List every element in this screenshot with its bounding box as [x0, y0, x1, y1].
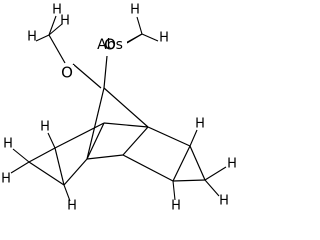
hydrogen-labels: H H H H H H H H H H H H H	[1, 3, 237, 214]
h-bond-methyl-left-2	[48, 23, 63, 36]
h-bond-c7	[63, 184, 71, 202]
oxygen-atom-label-right: O	[104, 36, 116, 54]
bond-bridge-right	[103, 87, 149, 128]
hydrogen-bonds	[10, 15, 227, 202]
h-label-cp-left-b: H	[1, 172, 11, 187]
h-label-c7: H	[67, 199, 77, 214]
h-bond-cp-left-b	[10, 161, 30, 174]
bond-c1-c3	[122, 126, 149, 156]
bond-o1-bridge	[72, 63, 102, 89]
h-label-c8: H	[40, 120, 50, 135]
oxygen-labels: O Abs O	[60, 36, 127, 82]
h-bond-methyl-left-3	[48, 15, 57, 36]
h-bond-cp-left-a	[12, 148, 30, 163]
bond-cp-left-2	[28, 161, 65, 186]
h-bond-methyl-left-1	[35, 34, 50, 42]
h-label-c6: H	[171, 199, 181, 214]
bond-o2-bridge	[103, 55, 108, 89]
bond-bridge-left	[86, 87, 105, 160]
h-bond-c8	[47, 132, 56, 149]
stereo-abs-label: Abs	[97, 37, 123, 53]
skeleton-bonds	[28, 33, 206, 186]
bond-c6-c3	[122, 154, 174, 182]
h-bond-methyl-right-2	[141, 33, 159, 42]
bond-c8-c4	[54, 122, 105, 149]
h-label-methyl-left-2: H	[60, 14, 70, 29]
bond-c5-c6	[172, 145, 191, 182]
h-label-cp-right-a: H	[227, 157, 237, 172]
h-bond-c5	[189, 129, 198, 147]
h-bond-cp-right-b	[204, 179, 220, 197]
h-label-methyl-left-1: H	[27, 30, 37, 45]
h-label-methyl-right-2: H	[159, 31, 169, 46]
bond-cp-right-1	[189, 145, 206, 181]
bond-methyl-left-o1	[48, 34, 66, 64]
bond-cp-right-2	[172, 179, 206, 182]
bond-c3-c2	[86, 154, 124, 160]
bond-c4-c2	[86, 122, 105, 160]
bond-c1-c5	[147, 126, 191, 147]
h-bond-methyl-right-3	[126, 33, 143, 44]
h-label-cp-right-b: H	[219, 194, 229, 209]
oxygen-atom-label-left: O	[61, 64, 73, 82]
h-label-cp-left-a: H	[3, 137, 13, 152]
h-bond-methyl-right-1	[136, 16, 143, 35]
h-label-c5: H	[195, 117, 205, 132]
bond-c4-c1	[103, 122, 149, 128]
molecule-structure-diagram: O Abs O H H H H H H H H H H H H H	[1, 3, 237, 214]
h-bond-c6	[172, 180, 176, 201]
bond-c2-c7	[63, 158, 88, 186]
bond-c7-c8	[54, 147, 65, 186]
bond-cp-left-1	[28, 147, 56, 163]
h-bond-cp-right-a	[204, 166, 227, 181]
h-label-methyl-right-1: H	[130, 3, 140, 18]
h-label-methyl-left-3: H	[52, 3, 62, 18]
